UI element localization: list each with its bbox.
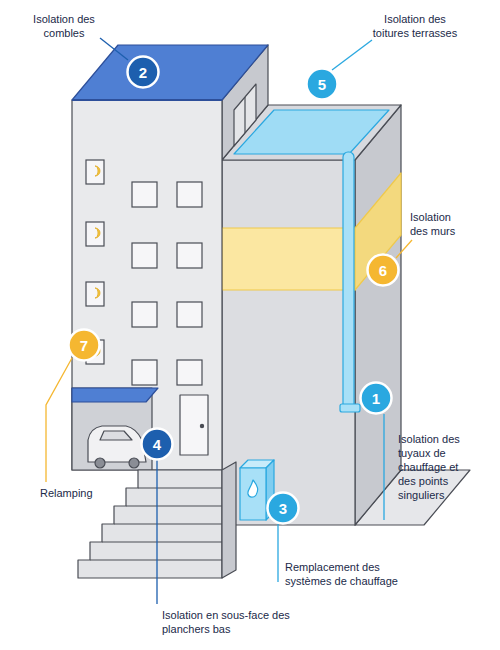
leader-line: [46, 358, 72, 482]
car: [88, 426, 146, 462]
callout-disc: [361, 383, 392, 414]
leader-line: [100, 38, 128, 60]
leader-line: [277, 524, 278, 582]
callout-number: 4: [153, 437, 161, 452]
lamp: [95, 166, 100, 176]
pipe: [343, 152, 354, 410]
car-window: [100, 431, 132, 440]
window: [132, 360, 157, 385]
drainpipe: [340, 152, 360, 412]
car-wheel: [95, 458, 105, 468]
attic-insulation-roof: [72, 45, 268, 100]
windows: [86, 160, 202, 385]
wall-insulation-band: [355, 173, 401, 290]
callout-number: 1: [372, 391, 380, 406]
window: [177, 360, 202, 385]
ground-floor: [72, 388, 236, 578]
callout-circle: 2: [126, 55, 160, 89]
callout-circle: 1: [359, 381, 393, 415]
window: [177, 182, 202, 207]
roof-edge: [72, 99, 222, 101]
lamps: [95, 166, 100, 356]
leader-line: [383, 414, 384, 520]
car-wheel: [129, 458, 139, 468]
callout-label: Relamping: [40, 486, 120, 500]
leader-line: [396, 240, 412, 258]
lamp: [95, 228, 100, 238]
callout-disc: [69, 330, 100, 361]
callout-disc: [268, 493, 299, 524]
window: [86, 222, 104, 246]
roof-door: [234, 84, 256, 146]
door-split: [244, 97, 245, 133]
stair-step: [138, 487, 222, 488]
stairs: [78, 470, 222, 578]
entrance-door: [180, 395, 208, 455]
callout-disc: [307, 69, 338, 100]
stair-step: [126, 505, 222, 506]
wall-insulation-band: [222, 228, 355, 290]
window: [132, 182, 157, 207]
callout-circle: 3: [266, 491, 300, 525]
callout-label: Isolation en sous-face des planchers bas: [162, 608, 302, 636]
callout-circle: 4: [140, 427, 174, 461]
side-wall: [355, 105, 401, 525]
callout-disc: [142, 429, 173, 460]
stair-step: [102, 541, 222, 542]
building: [72, 45, 470, 525]
callout-number: 3: [279, 501, 287, 516]
callout-circle: 6: [366, 253, 400, 287]
door-knob: [200, 424, 203, 427]
callout-disc: [368, 255, 399, 286]
front-wall: [222, 160, 355, 525]
unit-front: [240, 468, 266, 520]
window: [132, 302, 157, 327]
callout-label: Isolation des tuyaux de chauffage et des…: [398, 432, 464, 502]
pipe-foot: [340, 404, 360, 412]
leader-line: [332, 40, 372, 70]
callout-label: Isolation des murs: [410, 210, 470, 238]
callout-number: 7: [80, 338, 88, 353]
lamp: [95, 288, 100, 298]
window: [86, 160, 104, 184]
callout-circle: 7: [67, 328, 101, 362]
callout-number: 5: [318, 77, 326, 92]
stair-step: [114, 523, 222, 524]
leader-line: [156, 460, 157, 604]
window: [177, 302, 202, 327]
callout-label: Isolation des combles: [30, 12, 98, 40]
window: [132, 243, 157, 268]
leader-lines: [46, 38, 412, 604]
flame-icon: [248, 480, 258, 497]
stair-side: [222, 462, 236, 578]
callout-label: Remplacement des systèmes de chauffage: [285, 560, 415, 588]
callout-disc: [128, 57, 159, 88]
stair-step: [90, 559, 222, 560]
callout-label: Isolation des toitures terrasses: [365, 12, 465, 40]
callout-number: 2: [139, 65, 147, 80]
callout-number: 6: [379, 263, 387, 278]
tower-front-wall: [72, 100, 222, 470]
window: [86, 282, 104, 306]
window: [177, 243, 202, 268]
floor-underside-insulation: [72, 388, 158, 402]
callout-circle: 5: [305, 67, 339, 101]
